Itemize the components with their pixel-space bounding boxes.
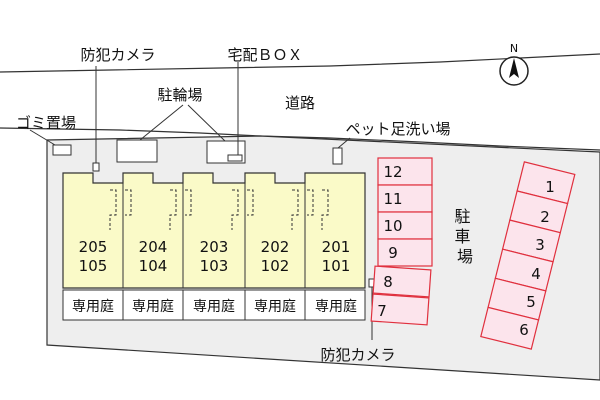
garbage-box [52, 144, 72, 156]
parking-space-6: 6 [519, 321, 529, 339]
parking-space-2: 2 [540, 208, 550, 226]
compass-icon: N [499, 42, 529, 86]
garden-label: 専用庭 [254, 298, 296, 315]
parking-space-7: 7 [377, 302, 387, 320]
parking-space-9: 9 [388, 244, 398, 262]
parking-space-11: 11 [383, 190, 402, 208]
unit-203: 203 [200, 238, 229, 256]
garden-label: 専用庭 [193, 298, 235, 315]
parking-space-8: 8 [383, 273, 393, 291]
road-label: 道路 [285, 94, 315, 112]
delivery-box [227, 154, 243, 162]
parking-left [370, 157, 433, 326]
unit-205: 205 [79, 238, 108, 256]
unit-204: 204 [139, 238, 168, 256]
delivery-box-label: 宅配ＢＯＸ [227, 46, 302, 64]
parking-space-4: 4 [531, 265, 541, 283]
parking-right [480, 161, 576, 350]
parking-space-5: 5 [526, 293, 536, 311]
garbage-label: ゴミ置場 [16, 114, 76, 132]
leader-lines [29, 62, 373, 340]
gardens [62, 289, 366, 321]
road-edge-south [0, 127, 600, 151]
camera-top-marker [92, 162, 100, 172]
garden-label: 専用庭 [315, 298, 357, 315]
parking-lot-label: 駐 車 場 [454, 207, 475, 266]
unit-101: 101 [322, 257, 351, 275]
unit-202: 202 [261, 238, 290, 256]
unit-102: 102 [261, 257, 290, 275]
unit-104: 104 [139, 257, 168, 275]
parking-space-12: 12 [383, 163, 402, 181]
parking-space-3: 3 [535, 236, 545, 254]
road-edge-north [0, 53, 600, 73]
unit-103: 103 [200, 257, 229, 275]
unit-dividers [122, 183, 306, 288]
stair-dashes [109, 189, 329, 230]
garden-label: 専用庭 [72, 298, 114, 315]
garden-label: 専用庭 [132, 298, 174, 315]
unit-105: 105 [79, 257, 108, 275]
pet-wash-label: ペット足洗い場 [345, 120, 450, 138]
compass-north-label: N [510, 42, 518, 55]
parking-space-10: 10 [383, 217, 402, 235]
bicycle-parking-label: 駐輪場 [157, 86, 202, 104]
building-outline [62, 172, 366, 289]
camera-bottom-label: 防犯カメラ [320, 346, 395, 364]
bicycle-parking-left [116, 139, 158, 163]
unit-201: 201 [322, 238, 351, 256]
camera-top-label: 防犯カメラ [80, 46, 155, 64]
pet-wash-marker [332, 147, 343, 165]
parking-space-1: 1 [545, 178, 555, 196]
